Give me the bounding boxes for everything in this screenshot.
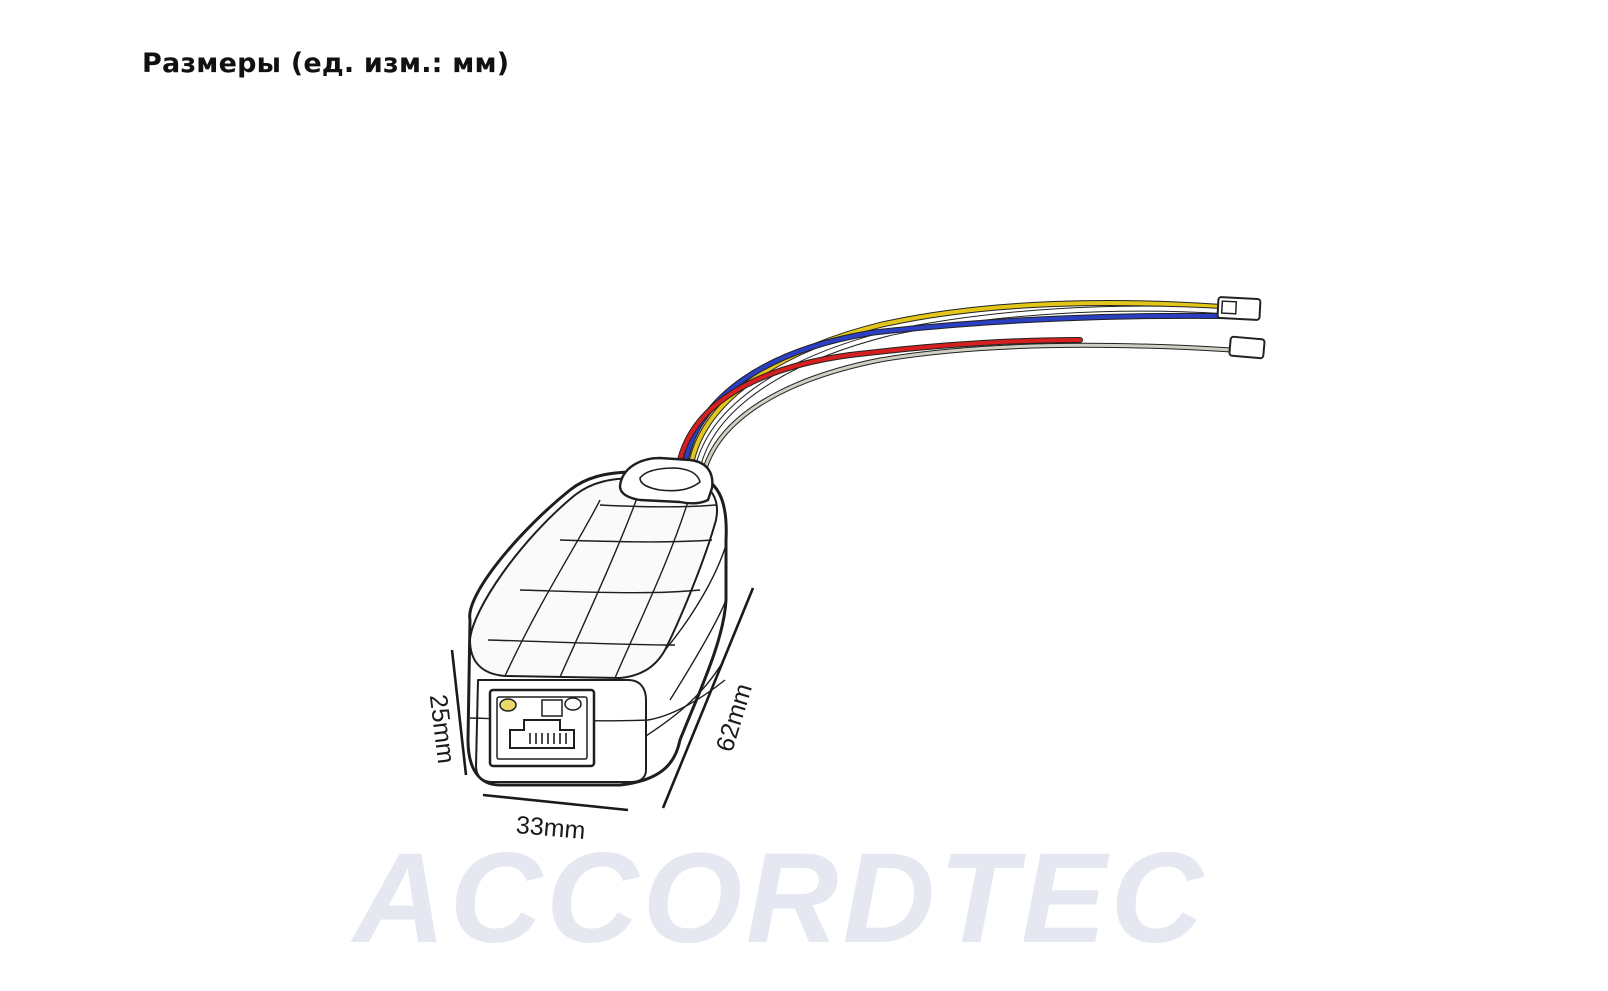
wire-bundle xyxy=(675,300,1235,475)
height-dimension-label: 25mm xyxy=(424,693,460,765)
length-dimension-line xyxy=(661,587,755,809)
white-wire xyxy=(695,306,1224,473)
width-dimension-label: 33mm xyxy=(515,811,587,845)
wire-connector-top xyxy=(1216,296,1262,321)
dimension-lines xyxy=(450,587,755,812)
blue-wire xyxy=(682,313,1224,472)
width-dimension-line xyxy=(482,793,629,812)
grey-wire xyxy=(702,343,1234,474)
yellow-wire xyxy=(688,301,1224,472)
led-indicator-icon xyxy=(564,697,582,711)
watermark-text: ACCORDTEC xyxy=(350,827,1207,970)
red-wire xyxy=(676,338,1082,472)
led-indicator-icon xyxy=(499,698,517,712)
height-dimension-line xyxy=(450,649,468,776)
wire-connector-bottom xyxy=(1228,335,1266,360)
page-title: Размеры (ед. изм.: мм) xyxy=(142,48,510,79)
length-dimension-label: 62mm xyxy=(711,680,758,755)
watermark: ACCORDTEC xyxy=(350,827,1207,970)
